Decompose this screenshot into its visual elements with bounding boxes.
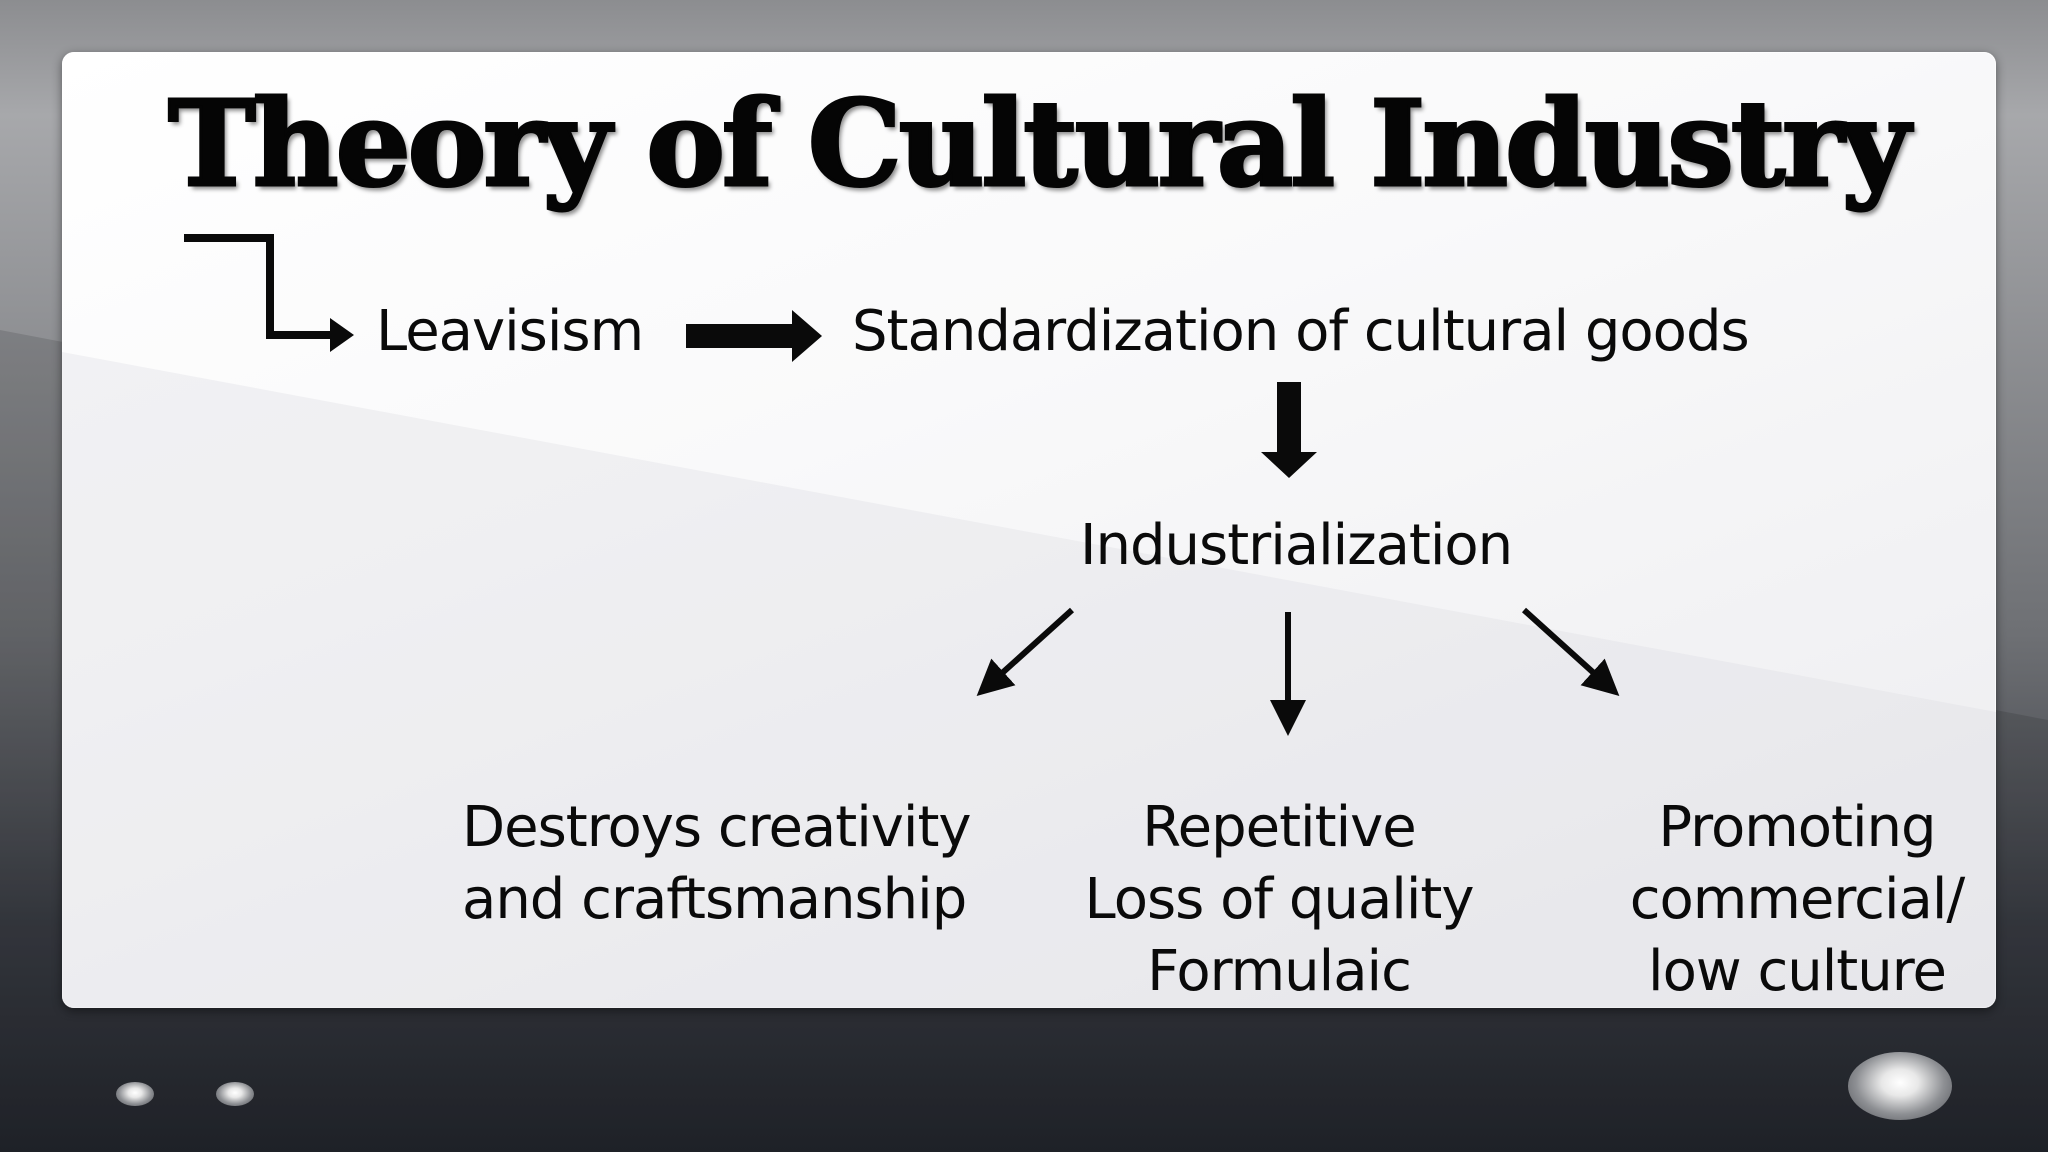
slide-title: Theory of Cultural Industry bbox=[167, 74, 1912, 213]
node-promoting-line-2: commercial/ bbox=[1629, 867, 1966, 932]
node-repetitive-line-3: Formulaic bbox=[1147, 939, 1412, 1004]
decorative-dot-middle bbox=[216, 1082, 254, 1106]
node-leavisism: Leavisism bbox=[376, 299, 644, 364]
arrow-to-creativity bbox=[976, 607, 1075, 697]
decorative-orb-right bbox=[1848, 1052, 1952, 1120]
node-repetitive-line-2: Loss of quality bbox=[1084, 867, 1475, 932]
slide-card: Theory of Cultural Industry Leavis bbox=[62, 52, 1996, 1008]
node-creativity: Destroys creativity and craftsmanship bbox=[462, 792, 972, 936]
arrow-to-promoting bbox=[1521, 607, 1620, 697]
node-promoting-line-3: low culture bbox=[1648, 939, 1947, 1004]
elbow-arrow-start bbox=[184, 234, 354, 352]
block-arrow-right bbox=[686, 310, 822, 362]
node-industrialization: Industrialization bbox=[1080, 513, 1513, 578]
decorative-dot-left bbox=[116, 1082, 154, 1106]
node-creativity-line-1: Destroys creativity bbox=[462, 795, 972, 860]
node-repetitive-line-1: Repetitive bbox=[1142, 795, 1416, 860]
node-promoting: Promoting commercial/ low culture bbox=[1622, 792, 1972, 1008]
node-standardization: Standardization of cultural goods bbox=[852, 299, 1750, 364]
card-sheen bbox=[62, 352, 1996, 1008]
block-arrow-down bbox=[1261, 382, 1317, 478]
node-promoting-line-1: Promoting bbox=[1658, 795, 1936, 860]
node-repetitive: Repetitive Loss of quality Formulaic bbox=[1072, 792, 1486, 1008]
diagram-connectors bbox=[184, 234, 1620, 736]
node-creativity-line-2: and craftsmanship bbox=[462, 867, 967, 932]
